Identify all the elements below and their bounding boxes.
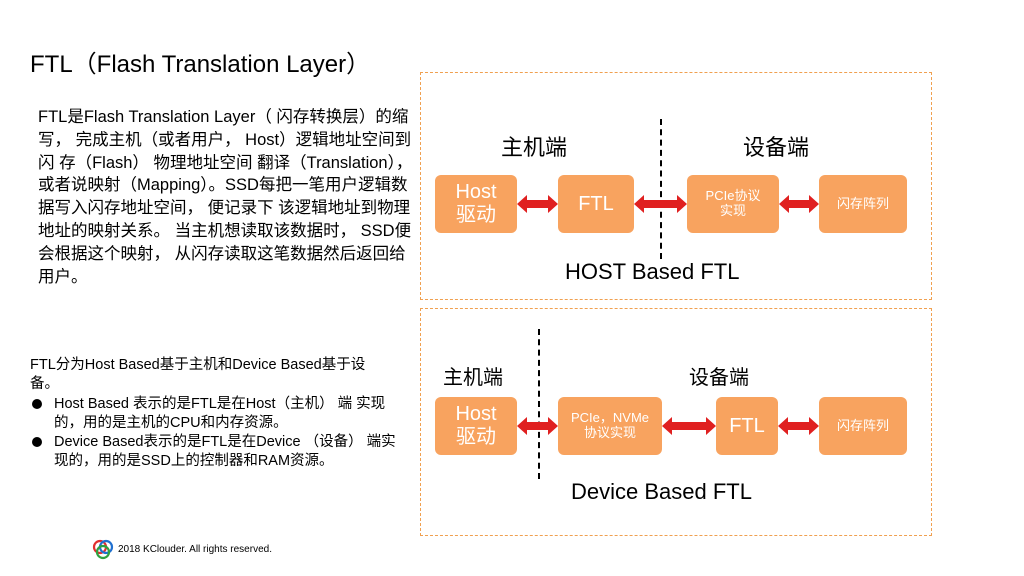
footer: 2018 KClouder. All rights reserved. <box>92 538 272 560</box>
host-device-divider <box>660 119 662 259</box>
host-driver-box: Host 驱动 <box>435 175 517 233</box>
double-arrow-icon <box>517 195 558 213</box>
ftl-box: FTL <box>558 175 634 233</box>
double-arrow-icon <box>517 417 558 435</box>
bullet-text: Host Based 表示的是FTL是在Host（主机） 端 实现 的，用的是主… <box>54 396 386 431</box>
slide-title: FTL（Flash Translation Layer） <box>30 51 371 78</box>
ftl-box: FTL <box>716 397 778 455</box>
host-side-label: 主机端 <box>443 367 503 389</box>
kclouder-logo-icon <box>92 539 114 560</box>
flash-array-box: 闪存阵列 <box>819 175 907 233</box>
host-driver-box: Host 驱动 <box>435 397 517 455</box>
host-based-panel: 主机端 设备端 Host 驱动 FTL PCIe协议 实现 闪存阵列 HOST … <box>420 72 932 300</box>
ftl-description: FTL是Flash Translation Layer（ 闪存转换层）的缩写， … <box>38 108 413 286</box>
host-side-label: 主机端 <box>501 135 568 160</box>
bullet-device-based: Device Based表示的是FTL是在Device （设备） 端实现的，用的… <box>30 433 400 471</box>
flash-array-box: 闪存阵列 <box>819 397 907 455</box>
device-side-label: 设备端 <box>689 367 749 389</box>
bullet-dot-icon <box>32 437 42 447</box>
double-arrow-icon <box>778 417 819 435</box>
device-side-label: 设备端 <box>743 135 810 160</box>
pcie-protocol-box: PCIe协议 实现 <box>687 175 779 233</box>
bullet-dot-icon <box>32 399 42 409</box>
double-arrow-icon <box>662 417 716 435</box>
ftl-types-list: Host Based 表示的是FTL是在Host（主机） 端 实现 的，用的是主… <box>30 395 400 471</box>
copyright-text: 2018 KClouder. All rights reserved. <box>118 543 272 555</box>
double-arrow-icon <box>779 195 819 213</box>
bullet-host-based: Host Based 表示的是FTL是在Host（主机） 端 实现 的，用的是主… <box>30 395 400 433</box>
ftl-types-intro: FTL分为Host Based基于主机和Device Based基于设备。 <box>30 357 366 392</box>
bullet-text: Device Based表示的是FTL是在Device （设备） 端实现的，用的… <box>54 434 396 469</box>
pcie-nvme-protocol-box: PCIe，NVMe 协议实现 <box>558 397 662 455</box>
host-based-caption: HOST Based FTL <box>565 259 740 284</box>
double-arrow-icon <box>634 195 687 213</box>
device-based-caption: Device Based FTL <box>571 479 752 504</box>
device-based-panel: 主机端 设备端 Host 驱动 PCIe，NVMe 协议实现 FTL 闪存阵列 … <box>420 308 932 536</box>
host-device-divider <box>538 329 540 479</box>
